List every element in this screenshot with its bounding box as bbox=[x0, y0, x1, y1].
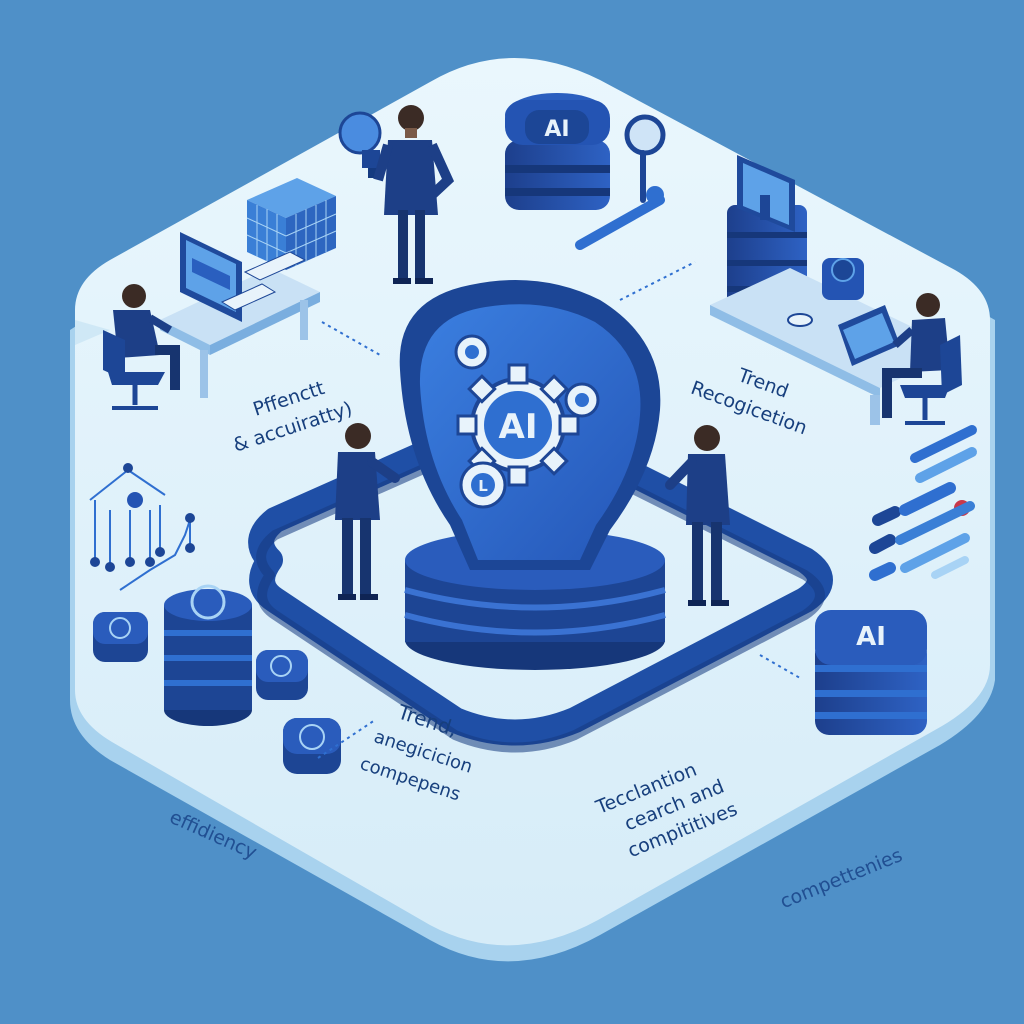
person-left-center bbox=[335, 423, 400, 600]
label-competencies-text: compettenies bbox=[777, 844, 906, 913]
center-ring bbox=[248, 417, 833, 753]
platform-inner-band bbox=[75, 320, 110, 345]
small-gear-icon bbox=[459, 461, 507, 509]
center-ai-label: AI bbox=[499, 407, 538, 447]
tiny-gear-icon bbox=[564, 382, 600, 418]
right-server-ai-label: AI bbox=[856, 622, 886, 652]
network-nodes bbox=[90, 463, 195, 572]
label-competencies: compettenies bbox=[777, 844, 906, 913]
person-right-center bbox=[665, 425, 730, 606]
small-gear-label: L bbox=[478, 477, 488, 495]
ai-server-right bbox=[815, 610, 927, 735]
dashed-connectors bbox=[317, 261, 801, 759]
gear-icon bbox=[456, 363, 580, 487]
left-workstation bbox=[103, 232, 320, 410]
chip-icon bbox=[256, 650, 308, 700]
top-server-ai-label: AI bbox=[544, 117, 569, 142]
lightbulb-icon bbox=[338, 111, 382, 178]
progress-bars-icon bbox=[869, 425, 977, 581]
data-cube-icon bbox=[246, 178, 337, 270]
office-chair-icon bbox=[103, 330, 125, 380]
chip-icon bbox=[283, 718, 341, 774]
network-diagram-icon bbox=[89, 469, 191, 591]
database-stack-icon bbox=[164, 584, 252, 726]
person-standing-top bbox=[373, 105, 455, 284]
ai-server-top bbox=[505, 93, 610, 210]
center-ai-bulb bbox=[399, 280, 666, 670]
office-chair-icon bbox=[940, 335, 962, 395]
magnifier-icon bbox=[575, 114, 666, 250]
tiny-gear-icon bbox=[454, 334, 490, 370]
right-workstation bbox=[710, 155, 962, 425]
chip-icon bbox=[93, 612, 148, 662]
